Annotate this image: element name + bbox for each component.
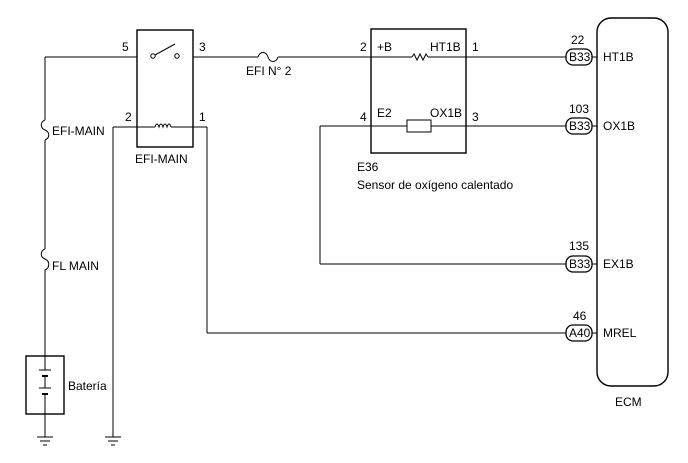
sensor-box [370, 28, 467, 154]
relay-box [136, 29, 194, 148]
sensor-pin-4: 4 [360, 110, 367, 124]
battery-label: Batería [68, 379, 107, 393]
relay-switch-contact [150, 53, 156, 59]
relay-pin-1: 1 [199, 110, 206, 124]
connector-label: A40 [569, 326, 591, 340]
efi-no2-fuse [257, 52, 279, 62]
ecm-signal-label: HT1B [603, 50, 634, 64]
ecm-signal-label: MREL [603, 326, 637, 340]
ecm-block [596, 17, 669, 387]
battery-symbol [39, 356, 51, 414]
connector-label: B33 [569, 257, 591, 271]
relay-label: EFI-MAIN [135, 152, 188, 166]
connector-label: B33 [569, 119, 591, 133]
ecm-pin-number: 103 [569, 102, 589, 116]
fl-main-fuse-label: FL MAIN [52, 259, 99, 273]
ecm-pin-number: 22 [571, 33, 585, 47]
relay-coil [154, 123, 172, 129]
efi-main-fuse-label: EFI-MAIN [52, 124, 105, 138]
sensor-pin-1: 1 [472, 40, 479, 54]
relay-pin-2: 2 [125, 110, 132, 124]
ecm-terminal-mrel: A40 46 MREL [565, 309, 637, 342]
heater-resistor [411, 52, 429, 62]
relay-pin-3: 3 [199, 40, 206, 54]
ecm-pin-number: 46 [573, 309, 587, 323]
sensor-id: E36 [357, 160, 379, 174]
ecm-pin-number: 135 [569, 239, 589, 253]
sensing-element [406, 119, 432, 133]
efi-main-fuse [40, 119, 50, 141]
ecm-terminal-ex1b: B33 135 EX1B [565, 239, 634, 273]
relay-pin-5: 5 [122, 40, 129, 54]
ecm-terminal-ht1b: B33 22 HT1B [565, 33, 634, 66]
ecm-signal-label: OX1B [603, 119, 635, 133]
efi-no2-fuse-label: EFI N° 2 [246, 64, 292, 78]
relay-switch-contact [174, 53, 180, 59]
fl-main-fuse [40, 248, 50, 275]
sensor-terminal-ht1b: HT1B [430, 40, 461, 54]
sensor-pin-2: 2 [360, 40, 367, 54]
relay-switch-blade [154, 43, 176, 56]
sensor-pin-3: 3 [472, 110, 479, 124]
ground-icon [37, 436, 53, 446]
ecm-terminal-ox1b: B33 103 OX1B [565, 102, 635, 135]
connector-label: B33 [569, 50, 591, 64]
ecm-label: ECM [615, 395, 642, 409]
ground-icon [105, 436, 121, 446]
sensor-terminal-e2: E2 [377, 106, 392, 120]
sensor-description: Sensor de oxígeno calentado [357, 178, 513, 192]
sensor-terminal-ox1b: OX1B [430, 106, 462, 120]
ecm-signal-label: EX1B [603, 257, 634, 271]
sensor-terminal-plus-b: +B [377, 40, 392, 54]
